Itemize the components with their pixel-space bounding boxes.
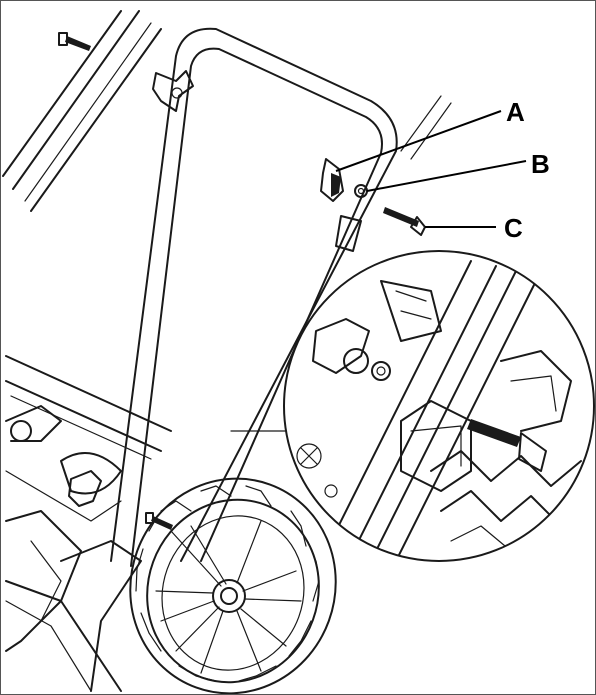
mower-deck-body — [5, 355, 172, 692]
callout-b-label: B — [531, 149, 550, 179]
part-c-bolt — [383, 207, 426, 236]
callout-a-label: A — [506, 97, 525, 127]
callout-b: B — [366, 149, 550, 192]
lower-handle-rails — [2, 10, 162, 212]
handle-bracket-slot — [335, 215, 362, 252]
callout-a: A — [335, 97, 525, 172]
callout-c: C — [425, 213, 523, 243]
upper-handle-loop — [110, 27, 452, 567]
magnified-detail-view — [283, 250, 595, 562]
bolt-top-icon — [58, 32, 91, 51]
wing-knob-lower — [68, 470, 102, 507]
rear-wheel — [129, 477, 337, 694]
part-a-wing-knob — [320, 158, 344, 202]
callout-c-label: C — [504, 213, 523, 243]
bolt-lower-icon — [145, 512, 173, 530]
wing-knob-top — [152, 70, 194, 112]
